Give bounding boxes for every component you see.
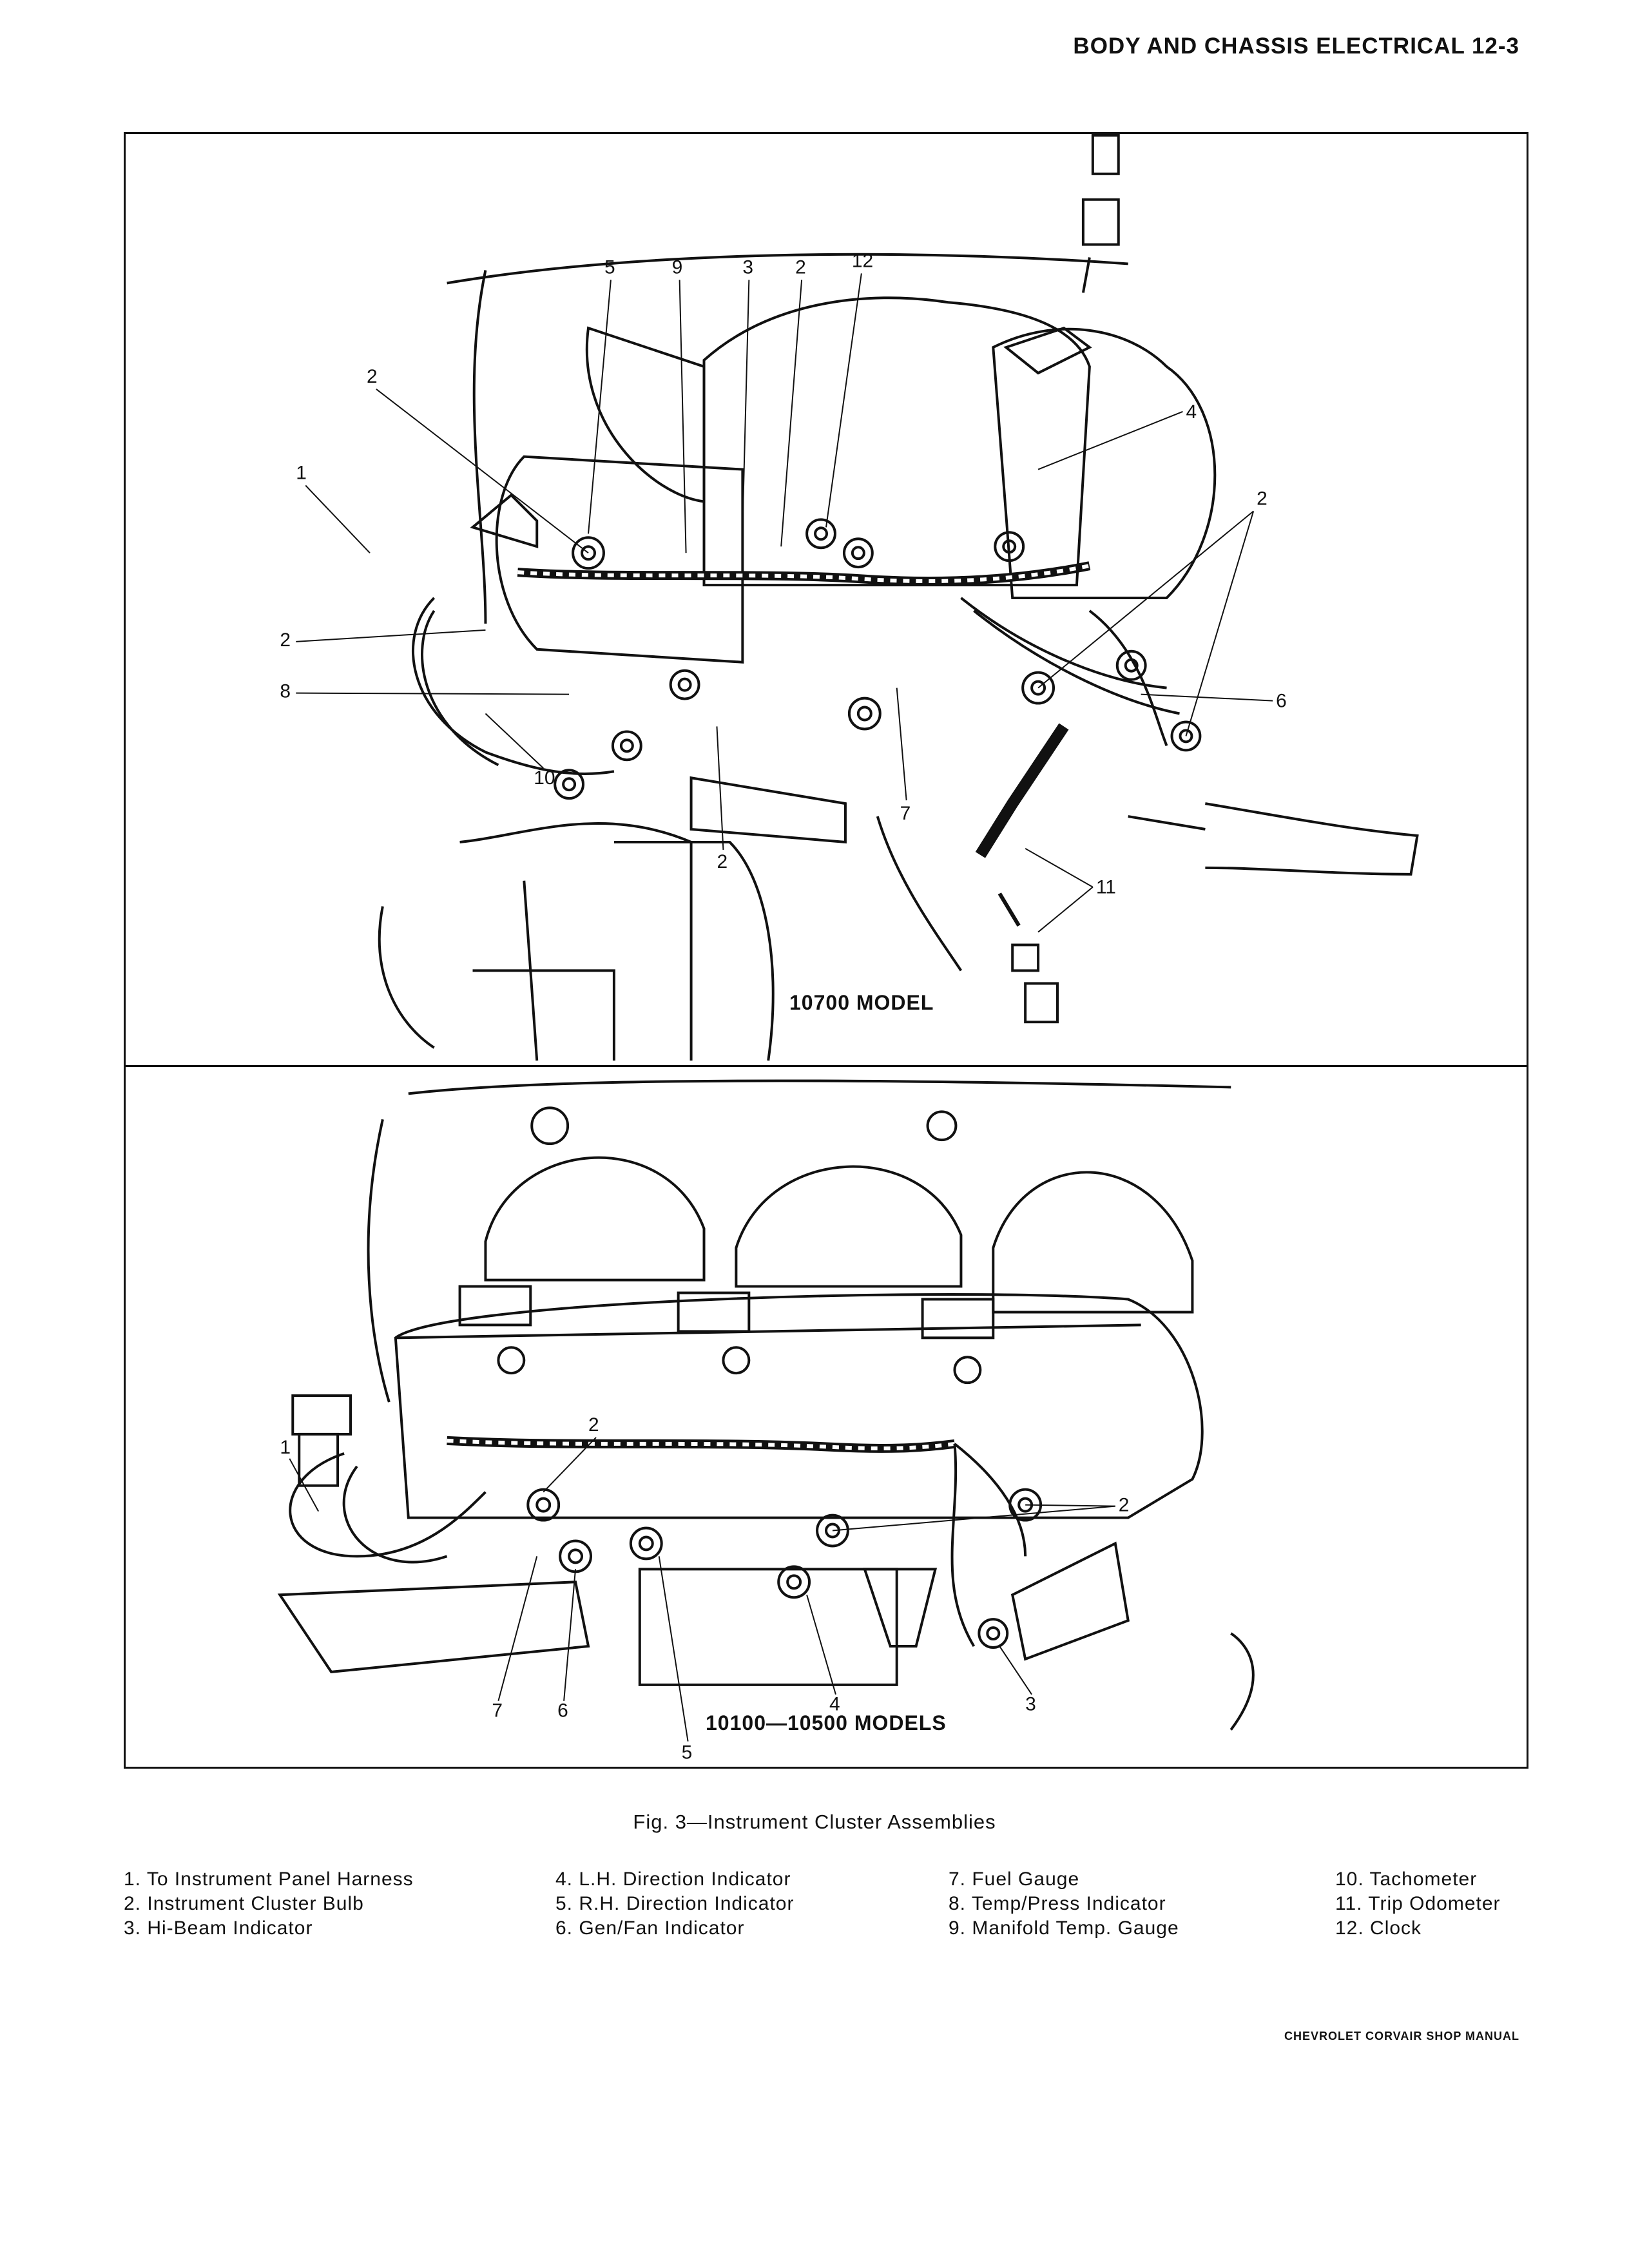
svg-text:5: 5 [604,256,615,278]
svg-text:2: 2 [588,1414,599,1436]
legend-item: 4. L.H. Direction Indicator [555,1869,791,1890]
callout-7: 7 [492,1556,538,1722]
svg-text:7: 7 [492,1700,503,1722]
legend-item: 7. Fuel Gauge [949,1869,1080,1890]
callout-7: 7 [896,687,911,824]
figure-panel-10700: 1 2 2 8 10 5 9 [126,134,1527,1067]
callout-6: 6 [557,1569,577,1722]
callout-2: 2 [1037,488,1268,736]
callout-4: 4 [1037,401,1197,470]
callout-9: 9 [672,256,687,553]
callout-2: 2 [543,1414,599,1493]
callout-label: 1 [296,463,307,484]
callout-3: 3 [999,1646,1036,1715]
callout-2: 2 [280,629,486,651]
svg-text:2: 2 [280,629,291,651]
callout-1: 1 [296,463,371,553]
callout-2: 2 [780,256,806,547]
svg-text:2: 2 [1257,488,1268,509]
callout-2: 2 [832,1495,1130,1532]
callout-8: 8 [280,681,570,702]
callout-1: 1 [280,1437,320,1512]
legend-item: 3. Hi-Beam Indicator [124,1917,313,1939]
figure-caption: Fig. 3—Instrument Cluster Assemblies [633,1811,996,1833]
legend-item: 8. Temp/Press Indicator [949,1893,1166,1914]
svg-text:12: 12 [852,250,873,271]
svg-text:2: 2 [1119,1495,1130,1516]
callout-12: 12 [825,250,873,528]
callout-3: 3 [742,256,753,528]
legend-item: 5. R.H. Direction Indicator [555,1893,795,1914]
legend-column: 7. Fuel Gauge 8. Temp/Press Indicator 9.… [949,1867,1179,1941]
legend-item: 12. Clock [1335,1917,1422,1939]
legend-item: 2. Instrument Cluster Bulb [124,1893,364,1914]
svg-text:11: 11 [1096,877,1116,898]
svg-text:2: 2 [795,256,806,278]
cluster-illustration-10100-10500 [277,1079,1255,1731]
legend-item: 1. To Instrument Panel Harness [124,1869,414,1890]
legend-item: 10. Tachometer [1335,1869,1478,1890]
legend-item: 6. Gen/Fan Indicator [555,1917,745,1939]
callout-2: 2 [367,366,589,553]
svg-text:3: 3 [742,256,753,278]
legend: 1. To Instrument Panel Harness 2. Instru… [124,1867,1528,1977]
callouts-10700: 1 2 2 8 10 5 9 [280,250,1287,933]
svg-text:4: 4 [1186,401,1197,423]
figure-frame: 1 2 2 8 10 5 9 [124,132,1528,1769]
svg-text:4: 4 [829,1694,840,1715]
callout-6: 6 [1141,691,1287,712]
page-header: BODY AND CHASSIS ELECTRICAL 12-3 [1073,34,1519,59]
callout-4: 4 [806,1594,840,1715]
cluster-illustration-10700 [378,134,1419,1061]
callout-5: 5 [658,1556,693,1763]
svg-text:10: 10 [534,767,555,789]
svg-text:6: 6 [1276,691,1287,712]
legend-item: 11. Trip Odometer [1335,1893,1501,1914]
svg-text:8: 8 [280,681,291,702]
svg-text:6: 6 [557,1700,568,1722]
callout-5: 5 [588,256,615,534]
callouts-10100-10500: 1 2 7 6 5 2 [280,1414,1130,1763]
callout-2: 2 [716,726,728,872]
legend-column: 10. Tachometer 11. Trip Odometer 12. Clo… [1335,1867,1501,1941]
legend-item: 9. Manifold Temp. Gauge [949,1917,1179,1939]
svg-text:2: 2 [367,366,378,387]
model-label-10700: 10700 MODEL [789,991,934,1014]
legend-column: 4. L.H. Direction Indicator 5. R.H. Dire… [555,1867,794,1941]
callout-10: 10 [485,713,555,789]
svg-text:3: 3 [1025,1694,1036,1715]
legend-column: 1. To Instrument Panel Harness 2. Instru… [124,1867,414,1941]
svg-text:5: 5 [682,1742,693,1763]
svg-text:9: 9 [672,256,683,278]
model-label-10100-10500: 10100—10500 MODELS [706,1711,947,1735]
figure-panel-10100-10500: 1 2 7 6 5 2 [126,1067,1527,1767]
svg-text:1: 1 [280,1437,291,1458]
callout-11: 11 [1025,848,1116,933]
svg-text:2: 2 [717,851,728,872]
page-footer: CHEVROLET CORVAIR SHOP MANUAL [1284,2030,1519,2042]
svg-text:7: 7 [900,803,911,824]
